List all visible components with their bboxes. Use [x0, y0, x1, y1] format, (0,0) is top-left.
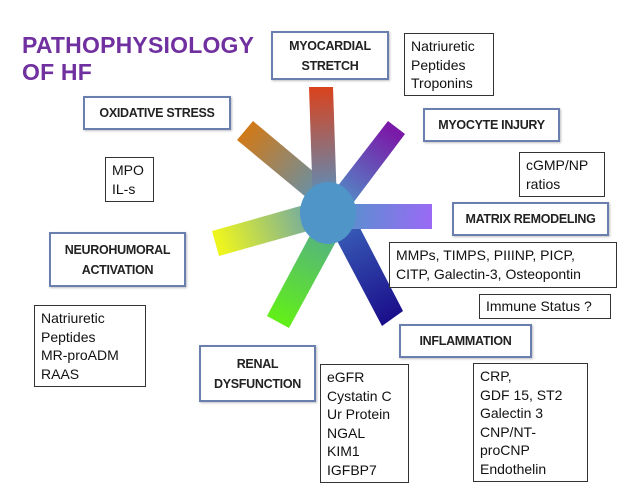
category-inflammation: INFLAMMATION	[399, 324, 532, 358]
category-matrix-remodeling: MATRIX REMODELING	[452, 202, 609, 236]
biomarker-item: Ur Protein	[327, 406, 391, 422]
biomarker-item: MMPs, TIMPS, PIIINP, PICP,	[396, 247, 575, 263]
spoke-matrix-remodeling	[335, 204, 432, 229]
diagram-title: PATHOPHYSIOLOGY OF HF	[22, 32, 254, 86]
biomarker-item: proCNP	[480, 442, 530, 458]
category-oxidative-stress: OXIDATIVE STRESS	[83, 96, 231, 130]
biomarker-item: IL-s	[112, 180, 136, 197]
biomarker-item: Cystatin C	[327, 387, 392, 404]
biomarker-item: eGFR	[327, 369, 365, 385]
biomarkers-myocardial-stretch: Natriuretic Peptides Troponins	[404, 33, 494, 96]
biomarkers-matrix-remodeling: MMPs, TIMPS, PIIINP, PICP, CITP, Galecti…	[389, 242, 617, 288]
category-myocyte-injury: MYOCYTE INJURY	[423, 108, 560, 142]
biomarkers-neurohumoral-activation: Natriuretic Peptides MR-proADM RAAS	[34, 305, 146, 387]
biomarker-item: GDF 15, ST2	[480, 386, 563, 403]
category-label: MYOCYTE INJURY	[438, 118, 545, 132]
category-label: MATRIX REMODELING	[465, 212, 596, 226]
biomarkers-renal-dysfunction: eGFR Cystatin C Ur Protein NGAL KIM1 IGF…	[320, 364, 409, 483]
biomarker-item: KIM1	[327, 443, 360, 459]
category-myocardial-stretch: MYOCARDIAL STRETCH	[271, 31, 389, 80]
title-line-2: OF HF	[22, 59, 92, 85]
biomarkers-myocyte-injury: cGMP/NP ratios	[519, 152, 605, 197]
biomarkers-oxidative-stress: MPO IL-s	[105, 157, 154, 202]
biomarker-item: CNP/NT-	[480, 423, 536, 440]
biomarker-item: MPO	[112, 162, 144, 178]
category-label: STRETCH	[301, 58, 359, 73]
biomarker-item: RAAS	[41, 365, 80, 382]
biomarker-item: Peptides	[411, 56, 466, 73]
biomarker-item: IGFBP7	[327, 461, 377, 478]
category-renal-dysfunction: RENAL DYSFUNCTION	[199, 345, 316, 402]
biomarker-item: Natriuretic	[411, 38, 475, 54]
biomarkers-inflammation: CRP, GDF 15, ST2 Galectin 3 CNP/NT- proC…	[473, 363, 588, 482]
biomarker-item: NGAL	[327, 424, 366, 441]
biomarker-item: MR-proADM	[41, 347, 119, 363]
category-label: RENAL	[236, 356, 279, 371]
title-line-1: PATHOPHYSIOLOGY	[22, 32, 255, 58]
biomarker-item: CITP, Galectin-3, Osteopontin	[396, 265, 581, 282]
category-label: ACTIVATION	[81, 262, 154, 277]
biomarker-item: cGMP/NP	[526, 157, 589, 173]
biomarker-item: ratios	[526, 175, 561, 192]
category-neurohumoral-activation: NEUROHUMORAL ACTIVATION	[49, 232, 186, 287]
biomarker-item: Immune Status ?	[486, 298, 592, 314]
category-label: DYSFUNCTION	[214, 376, 301, 391]
category-label: NEUROHUMORAL	[64, 242, 171, 257]
biomarkers-immune-status: Immune Status ?	[479, 294, 611, 319]
spoke-myocardial-stretch	[309, 87, 337, 205]
biomarker-item: Troponins	[411, 75, 473, 91]
biomarker-item: CRP,	[480, 368, 512, 384]
biomarker-item: Natriuretic	[41, 310, 105, 326]
biomarker-item: Endothelin	[480, 460, 547, 477]
category-label: MYOCARDIAL	[289, 38, 371, 53]
biomarker-item: Galectin 3	[480, 405, 544, 421]
hub-circle	[300, 182, 356, 244]
biomarker-item: Peptides	[41, 328, 96, 345]
category-label: INFLAMMATION	[419, 334, 512, 348]
category-label: OXIDATIVE STRESS	[99, 106, 215, 120]
